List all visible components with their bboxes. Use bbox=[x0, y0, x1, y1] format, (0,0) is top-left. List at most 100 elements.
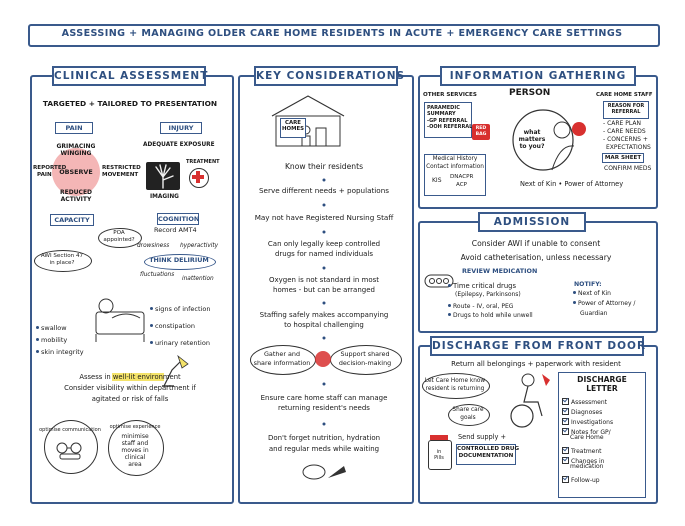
right-list-2: constipation bbox=[150, 322, 195, 330]
key-item-5a: Oxygen is not standard in most bbox=[268, 276, 380, 284]
inattention-text: inattention bbox=[182, 276, 214, 282]
injury-label: INJURY bbox=[160, 122, 202, 134]
discharge-heading: DISCHARGE FROM FRONT DOOR bbox=[430, 336, 645, 356]
think-delirium-text: THINK DELIRIUM bbox=[149, 256, 209, 264]
awi-text-2: in place? bbox=[49, 260, 75, 266]
letter-item-3: Investigations bbox=[562, 418, 613, 427]
winging-text: WINGING bbox=[60, 150, 92, 157]
admission-line-2: Avoid catheterisation, unless necessary bbox=[460, 253, 612, 262]
gather-text-2: share information bbox=[253, 359, 311, 367]
pill-pack-icon bbox=[424, 274, 454, 288]
right-list-3: urinary retention bbox=[150, 339, 210, 347]
med-item-1b: (Epilepsy, Parkinsons) bbox=[455, 291, 521, 298]
well-lit-line-1: Assess in well-lit environment bbox=[79, 373, 181, 381]
key-item-7a: Ensure care home staff can manage bbox=[260, 394, 388, 402]
minimise-text-1: minimise bbox=[121, 433, 149, 440]
letter-item-7: Follow-up bbox=[562, 476, 600, 485]
admission-heading: ADMISSION bbox=[478, 212, 586, 232]
discharge-line-1: Return all belongings + paperwork with r… bbox=[451, 360, 621, 368]
mar-sheet-box: MAR SHEET bbox=[602, 153, 644, 163]
person-illustration bbox=[512, 109, 575, 171]
restricted-text-2: MOVEMENT bbox=[102, 172, 139, 178]
key-item-1: Know their residents bbox=[284, 162, 364, 171]
person-text: PERSON bbox=[509, 88, 551, 98]
send-supply-text: Send supply + bbox=[458, 433, 507, 441]
key-item-7b: returning resident's needs bbox=[278, 404, 370, 412]
observe-highlight bbox=[52, 148, 100, 196]
treatment-cross-icon bbox=[189, 168, 209, 188]
pill-label-2: Pills bbox=[434, 455, 444, 461]
optimise-communication-circle bbox=[44, 420, 98, 474]
other-services-text: OTHER SERVICES bbox=[423, 92, 477, 98]
what-matters-text-2: matters bbox=[518, 136, 546, 143]
gather-text-1: Gather and bbox=[263, 350, 301, 358]
key-item-3: May not have Registered Nursing Staff bbox=[254, 213, 394, 222]
share-care-text-2: goals bbox=[460, 415, 476, 421]
admission-panel bbox=[418, 221, 658, 333]
glasses-hearing-icon bbox=[56, 442, 82, 460]
what-matters-text-3: to you? bbox=[519, 143, 545, 150]
pain-label: PAIN bbox=[55, 122, 93, 134]
wheelchair-illustration bbox=[510, 373, 550, 428]
what-matters-text-1: what bbox=[523, 129, 541, 136]
awi-text-1: AWI Section 47 bbox=[40, 253, 84, 259]
left-list-3: skin integrity bbox=[36, 348, 84, 356]
notify-item-2: Power of Attorney / bbox=[573, 300, 635, 308]
key-item-8a: Don't forget nutrition, hydration bbox=[267, 434, 381, 442]
treatment-cross-h bbox=[192, 175, 204, 179]
left-list-1: swallow bbox=[36, 324, 67, 332]
letter-title-2: LETTER bbox=[586, 384, 618, 393]
reported-pain-text-1: REPORTED bbox=[33, 165, 67, 171]
minimise-text-2: staff and bbox=[121, 440, 149, 447]
support-text-1: Support shared bbox=[340, 350, 390, 358]
key-item-2: Serve different needs + populations bbox=[259, 186, 389, 195]
treatment-text: TREATMENT bbox=[186, 159, 220, 165]
observe-text: OBSERVE bbox=[59, 168, 93, 176]
red-bag-icon bbox=[472, 124, 490, 140]
med-item-1: Time critical drugs bbox=[448, 282, 516, 291]
reduced-text-1: REDUCED bbox=[59, 189, 93, 196]
poa-bubble bbox=[98, 228, 142, 248]
notify-item-3: Guardian bbox=[580, 310, 608, 317]
dnacpr-text: DNACPR bbox=[450, 174, 474, 180]
well-lit-line-2: Consider visibility within department if bbox=[64, 384, 196, 392]
page-title: ASSESSING + MANAGING OLDER CARE HOME RES… bbox=[61, 28, 623, 39]
staff-list-3: - CONCERNS + bbox=[603, 136, 648, 143]
poa-text-2: appointed? bbox=[103, 237, 135, 243]
letter-item-1: Assessment bbox=[562, 398, 607, 407]
let-care-text-1: Let Care Home know bbox=[424, 378, 486, 384]
think-delirium-bubble bbox=[144, 254, 216, 270]
share-care-bubble bbox=[448, 404, 490, 426]
key-item-5b: homes - but can be arranged bbox=[273, 286, 375, 294]
support-text-2: decision-making bbox=[338, 359, 392, 367]
fluctuations-text: fluctuations bbox=[140, 272, 175, 278]
optimise-communication-text: optimise communication bbox=[39, 427, 101, 433]
letter-item-4: Notes for GP/ bbox=[562, 428, 611, 437]
optimise-experience-text: optimise experience bbox=[109, 424, 161, 430]
minimise-text-4: clinical bbox=[124, 454, 146, 461]
kis-text: KIS bbox=[432, 177, 442, 184]
share-care-text-1: Share care bbox=[452, 407, 484, 413]
next-of-kin-text: Next of Kin • Power of Attorney bbox=[520, 180, 624, 188]
key-considerations-heading: KEY CONSIDERATIONS bbox=[254, 66, 404, 86]
red-bag-text-1: RED bbox=[475, 126, 487, 131]
med-item-2: Route - IV, oral, PEG bbox=[448, 303, 513, 311]
restricted-text-1: RESTRICTED bbox=[102, 165, 141, 171]
notify-item-1: Next of Kin bbox=[573, 290, 611, 298]
drowsiness-text: drowsiness bbox=[137, 243, 170, 249]
staff-list-4: EXPECTATIONS bbox=[606, 144, 651, 151]
handshake-icon bbox=[315, 351, 331, 367]
letter-item-6b: medication bbox=[570, 463, 604, 470]
discharge-letter-box bbox=[558, 372, 646, 498]
letter-item-2: Diagnoses bbox=[562, 408, 602, 417]
clinical-subtitle: TARGETED + TAILORED TO PRESENTATION bbox=[42, 99, 218, 108]
pill-label-1: in bbox=[436, 449, 442, 455]
poa-text-1: POA bbox=[113, 230, 125, 236]
lamp-illustration bbox=[162, 354, 189, 387]
key-item-6a: Staffing safely makes accompanying bbox=[259, 311, 389, 319]
title-banner bbox=[28, 24, 660, 47]
letter-item-5: Treatment bbox=[562, 447, 602, 456]
